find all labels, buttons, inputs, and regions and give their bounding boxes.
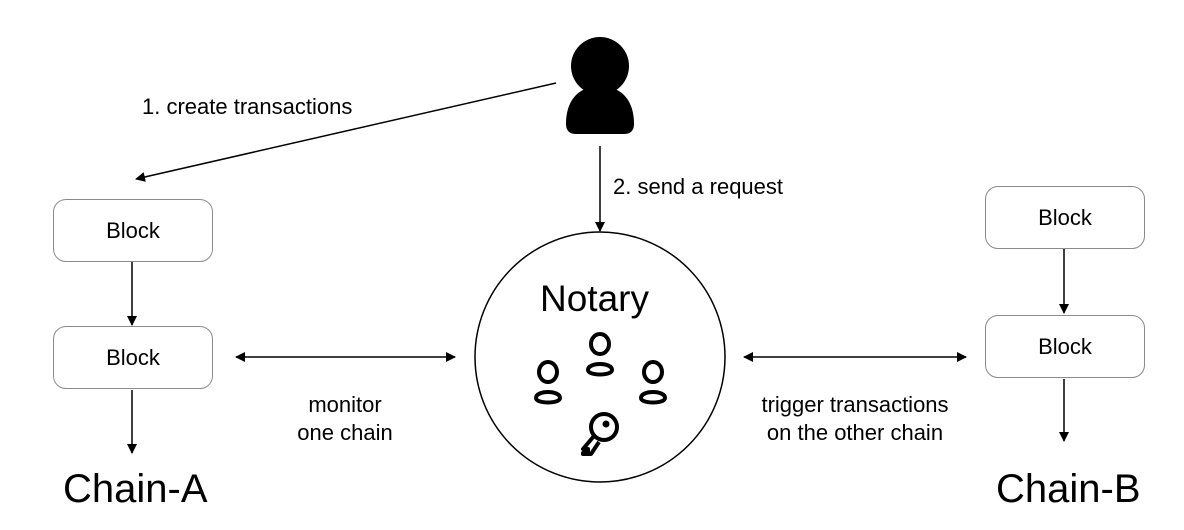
key-icon bbox=[581, 412, 619, 456]
label-monitor: monitor one chain bbox=[265, 391, 425, 446]
label-trigger-line1: trigger transactions bbox=[761, 392, 949, 417]
person-outline-icon bbox=[585, 332, 615, 377]
notary-circle bbox=[474, 231, 726, 483]
label-monitor-line2: one chain bbox=[297, 419, 393, 445]
chain-b-block-1: Block bbox=[985, 186, 1145, 249]
user-icon bbox=[566, 37, 634, 134]
label-send-request: 2. send a request bbox=[613, 174, 784, 199]
chain-b-block-2: Block bbox=[985, 315, 1145, 378]
chain-b-title: Chain-B bbox=[996, 467, 1141, 511]
chain-a-block-1: Block bbox=[53, 199, 213, 262]
chain-a-block-2: Block bbox=[53, 326, 213, 389]
label-trigger: trigger transactions on the other chain bbox=[725, 391, 985, 446]
person-outline-icon bbox=[638, 360, 668, 405]
arrow-create-transactions bbox=[135, 82, 557, 182]
label-monitor-line1: monitor bbox=[308, 392, 382, 417]
label-trigger-line2: on the other chain bbox=[766, 419, 944, 445]
notary-title: Notary bbox=[540, 278, 649, 319]
label-create-transactions: 1. create transactions bbox=[142, 94, 353, 119]
person-outline-icon bbox=[533, 360, 563, 405]
chain-a-title: Chain-A bbox=[63, 467, 208, 511]
